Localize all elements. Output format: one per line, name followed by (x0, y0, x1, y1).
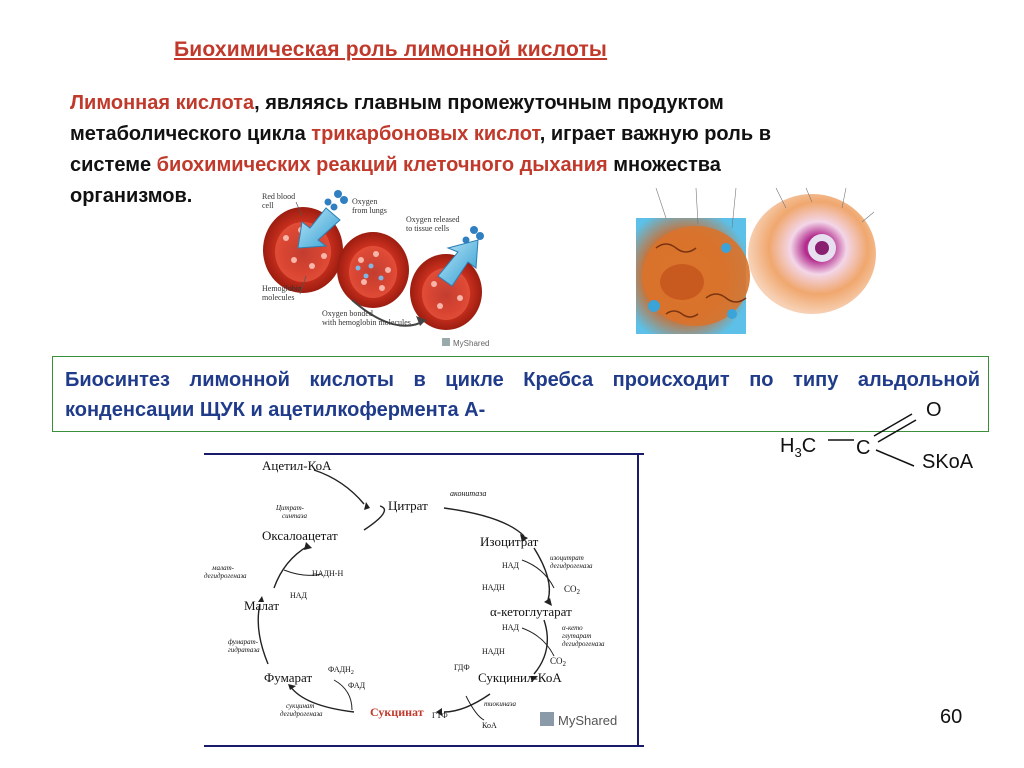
enzyme-succinate-dh: дегидрогеназа (280, 710, 323, 718)
enzyme-akg-dh: дегидрогеназа (562, 640, 605, 648)
label-oxygen-from-lungs: from lungs (352, 206, 387, 215)
metabolite-oxaloacetate: Оксалоацетат (262, 528, 338, 543)
watermark: MyShared (442, 338, 489, 348)
blood-cells-image: Red blood cell Oxygen from lungs Oxygen … (256, 188, 506, 356)
cofactor-nad: НАД (502, 623, 520, 632)
metabolite-malate: Малат (244, 598, 279, 613)
biosynthesis-box: Биосинтез лимонной кислоты в цикле Кребс… (52, 356, 989, 432)
product-co2: CO2 (564, 584, 581, 596)
watermark-text: MyShared (453, 339, 489, 348)
enzyme-citrate-synthase: Цитрат- (275, 504, 305, 512)
enzyme-isocitrate-dh: дегидрогеназа (550, 562, 593, 570)
cofactor-fad: ФАД (348, 681, 366, 690)
intro-line-2: метаболического цикла трикарбоновых кисл… (70, 119, 980, 150)
enzyme-fumarate-hydratase: гидратаза (228, 646, 260, 654)
metabolite-acetyl-coa: Ацетил-КоА (262, 458, 332, 473)
oxygen-out-arrow (437, 239, 479, 287)
enzyme-akg-dh: глутарат (562, 632, 591, 640)
krebs-cycle-diagram: Ацетил-КоА Цитрат аконитаза Изоцитрат из… (204, 450, 644, 750)
enzyme-malate-dh: дегидрогеназа (204, 572, 247, 580)
enzyme-isocitrate-dh: изоцитрат (550, 554, 584, 562)
metabolite-succinyl-coa: Сукцинил-КоА (478, 670, 562, 685)
formula-oxygen: O (926, 399, 942, 421)
cofactor-gdp: ГДФ (454, 663, 470, 672)
label-red-blood-cell: Red blood (262, 192, 295, 201)
highlight-tca: трикарбоновых кислот (311, 123, 540, 145)
biosynthesis-text: Биосинтез лимонной кислоты в цикле Кребс… (65, 369, 980, 421)
page-number: 60 (940, 706, 963, 728)
enzyme-akg-dh: α-кето (562, 624, 583, 632)
watermark: MyShared (540, 712, 617, 728)
intro-line-4: организмов. (70, 185, 193, 207)
intro-text: метаболического цикла (70, 123, 312, 145)
label-oxygen-bonded: with hemoglobin molecules (322, 318, 411, 327)
label-hemoglobin: molecules (262, 293, 294, 302)
label-hemoglobin: Hemoglobin (262, 284, 302, 293)
intro-line-1: Лимонная кислота, являясь главным промеж… (70, 88, 980, 119)
intro-text: множества (607, 154, 721, 176)
label-oxygen-released: to tissue cells (406, 224, 449, 233)
cofactor-koa: КоА (482, 721, 497, 730)
enzyme-succinate-dh: сукцинат (286, 702, 314, 710)
slide-title: Биохимическая роль лимонной кислоты (174, 38, 608, 61)
metabolite-alpha-ketoglutarate: α-кетоглутарат (490, 604, 572, 619)
cofactor-nadh: НАДН (482, 647, 505, 656)
acetyl-coa-formula: H3C C O SKoA (780, 399, 974, 473)
cofactor-nadh: НАДН-Н (312, 569, 343, 578)
intro-paragraph: Лимонная кислота, являясь главным промеж… (70, 88, 980, 212)
cell-illustration (636, 188, 882, 334)
enzyme-aconitase: аконитаза (450, 489, 486, 498)
intro-text: , являясь главным промежуточным продукто… (254, 92, 724, 114)
cofactor-nad: НАД (502, 561, 520, 570)
enzyme-malate-dh: малат- (211, 564, 235, 572)
oxygen-in-arrow (297, 207, 341, 249)
label-oxygen-released: Oxygen released (406, 215, 460, 224)
highlight-respiration: биохимических реакций клеточного дыхания (156, 154, 608, 176)
cofactor-nad: НАД (290, 591, 308, 600)
metabolite-succinate: Сукцинат (370, 705, 424, 719)
highlight-citric-acid: Лимонная кислота (70, 92, 255, 114)
label-red-blood-cell: cell (262, 201, 274, 210)
label-oxygen-bonded: Oxygen bonded (322, 309, 373, 318)
product-co2: CO2 (550, 656, 567, 668)
formula-h3c: H3C (780, 435, 816, 460)
intro-line-3: системе биохимических реакций клеточного… (70, 150, 980, 181)
intro-text: системе (70, 154, 157, 176)
cofactor-nadh: НАДН (482, 583, 505, 592)
enzyme-citrate-synthase: синтаза (282, 512, 307, 520)
enzyme-fumarate-hydratase: фумарат- (228, 638, 259, 646)
formula-carbon: C (856, 437, 870, 459)
label-oxygen-from-lungs: Oxygen (352, 197, 377, 206)
metabolite-isocitrate: Изоцитрат (480, 534, 539, 549)
enzyme-thiokinase: тиокиназа (484, 700, 517, 708)
formula-skoa: SKoA (922, 451, 974, 473)
watermark-text: MyShared (558, 713, 617, 728)
intro-text: , играет важную роль в (539, 123, 771, 145)
metabolite-fumarate: Фумарат (264, 670, 312, 685)
metabolite-citrate: Цитрат (388, 498, 428, 513)
cofactor-fadh2: ФАДН2 (328, 665, 354, 676)
cofactor-gtp: ГТФ (432, 711, 448, 720)
